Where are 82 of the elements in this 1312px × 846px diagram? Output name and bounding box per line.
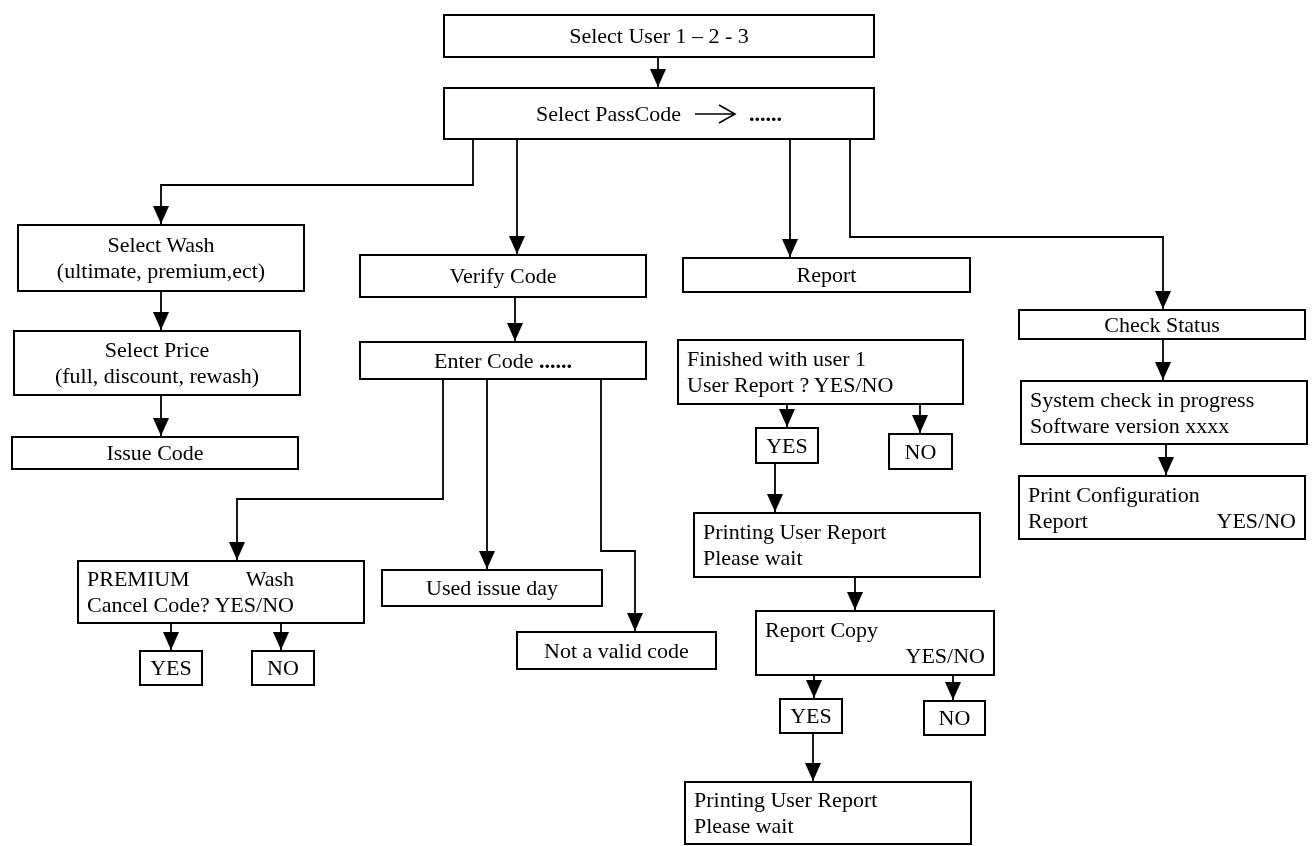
process-box [443, 14, 875, 58]
box-text: Software version xxxx [1030, 412, 1230, 439]
box-text: System check in progress [1030, 386, 1255, 413]
box-text: Verify Code [449, 263, 557, 289]
arrow [153, 291, 169, 331]
process-box [682, 257, 971, 293]
box-text: Select PassCode [536, 100, 681, 127]
process-box [755, 427, 819, 464]
box-text: Printing User Report [703, 519, 887, 545]
box-text: Finished with user 1 [687, 346, 867, 372]
box-text: Print Configuration [1028, 481, 1200, 508]
process-box [77, 560, 365, 624]
box-text: YES [790, 703, 832, 729]
arrow [153, 395, 169, 437]
box-text: YES/NO [1216, 507, 1296, 534]
process-box [359, 341, 647, 380]
box-text: NO [938, 705, 971, 731]
arrow [912, 404, 928, 434]
arrow [1158, 444, 1174, 476]
box-text: ...... [748, 100, 782, 127]
process-box [755, 610, 995, 676]
process-box [693, 512, 981, 578]
process-box [516, 631, 717, 670]
arrow [229, 379, 444, 561]
box-text: YES/NO [905, 643, 985, 669]
arrow [600, 379, 643, 632]
arrow [650, 57, 666, 88]
box-text: YES [150, 655, 192, 681]
process-box [923, 700, 986, 736]
arrow [805, 733, 821, 782]
process-box [443, 87, 875, 140]
process-box [779, 698, 843, 734]
box-text: User Report ? YES/NO [687, 372, 894, 398]
arrow [153, 139, 474, 225]
arrow [273, 623, 289, 651]
box-text: NO [904, 438, 937, 465]
box-text: Printing User Report [694, 787, 878, 813]
box-text: NO [267, 655, 299, 681]
arrow [507, 297, 523, 342]
box-text: Select Wash [107, 232, 215, 258]
process-box [684, 781, 972, 845]
arrow [849, 139, 1171, 310]
box-text: Please wait [694, 813, 794, 839]
box-text: Cancel Code? YES/NO [87, 592, 294, 618]
arrow [163, 623, 179, 651]
box-text: Not a valid code [544, 637, 689, 664]
process-box [1018, 475, 1306, 540]
box-text: Issue Code [106, 440, 204, 466]
arrow [479, 379, 495, 570]
box-text: Enter Code ...... [433, 347, 573, 374]
process-box [381, 569, 603, 607]
box-text: Select Price [104, 337, 210, 363]
process-box [359, 254, 647, 298]
arrow [779, 404, 795, 428]
process-box [1018, 309, 1306, 340]
process-box [11, 436, 299, 470]
arrow [509, 139, 525, 255]
process-box [251, 650, 315, 686]
process-box [139, 650, 203, 686]
box-text: Please wait [703, 545, 803, 571]
arrow [1155, 339, 1171, 381]
process-box [13, 330, 301, 396]
box-text: (full, discount, rewash) [54, 363, 260, 389]
box-text: YES [766, 432, 808, 459]
box-text: Select User 1 – 2 - 3 [569, 23, 749, 49]
process-box [888, 433, 953, 470]
process-box [17, 224, 305, 292]
box-text: Wash [245, 566, 295, 592]
arrow [806, 675, 822, 699]
arrow [782, 139, 798, 258]
box-text: Report Copy [765, 617, 879, 643]
box-text: (ultimate, premium,ect) [56, 258, 266, 284]
box-text: Check Status [1104, 311, 1220, 338]
box-text: Used issue day [426, 575, 558, 601]
box-text: Report [1028, 507, 1088, 534]
arrow [945, 675, 961, 701]
arrow [767, 463, 783, 513]
process-box [1020, 380, 1308, 445]
box-text: Report [796, 262, 857, 288]
box-text: PREMIUM [87, 566, 190, 592]
process-box [677, 339, 964, 405]
arrow [847, 577, 863, 611]
